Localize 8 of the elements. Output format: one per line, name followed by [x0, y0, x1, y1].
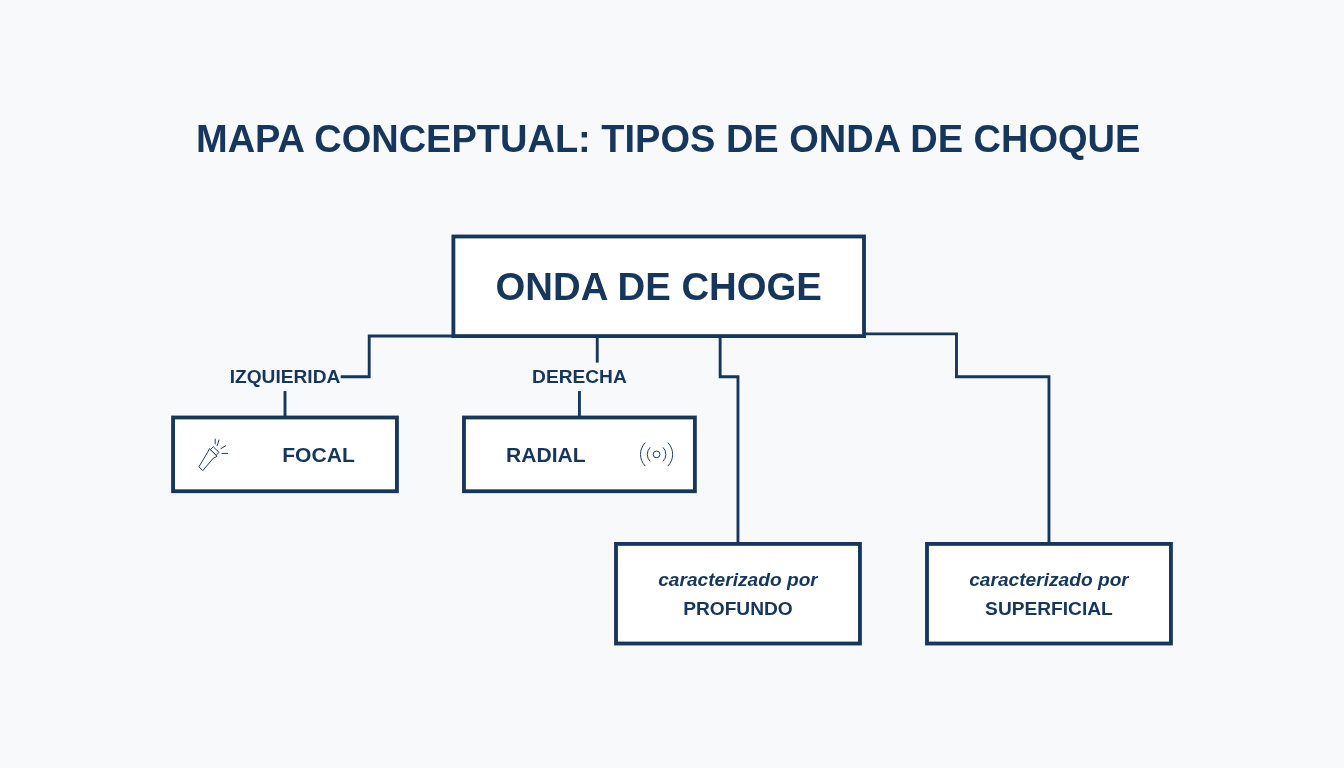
title: MAPA CONCEPTUAL: TIPOS DE ONDA DE CHOQUE: [196, 118, 1141, 161]
edge-label: DERECHA: [532, 366, 627, 388]
node-box: RADIAL: [462, 415, 697, 494]
node-box: caracterizado por SUPERFICIAL: [925, 542, 1173, 646]
edge-label: IZQUIERIDA: [229, 366, 341, 388]
node-box: ONDA DE CHOGE: [451, 234, 866, 338]
node-box: caracterizado por PROFUNDO: [614, 542, 862, 646]
node-box: FOCAL: [171, 415, 399, 494]
